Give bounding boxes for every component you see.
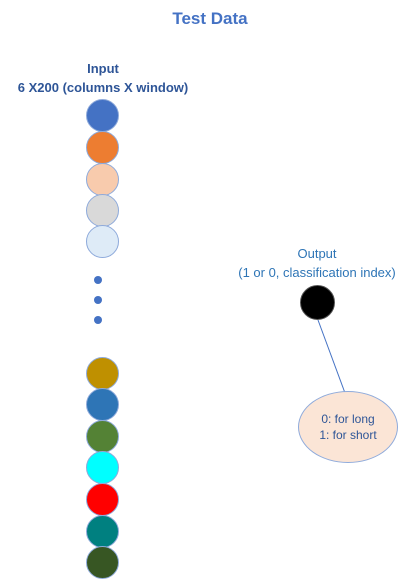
input-label: Input 6 X200 (columns X window): [0, 59, 206, 97]
diagram-title: Test Data: [172, 9, 248, 28]
class-label-long: 0: for long: [321, 412, 375, 426]
input-node-7: [86, 388, 119, 421]
input-node-8: [86, 420, 119, 453]
input-node-5: [86, 225, 119, 258]
input-subtitle: 6 X200 (columns X window): [17, 80, 189, 95]
output-title: Output: [297, 246, 337, 261]
class-label-short: 1: for short: [319, 428, 377, 442]
ellipsis-dot-3: [94, 316, 102, 324]
input-title: Input: [87, 61, 119, 76]
output-label: Output (1 or 0, classification index): [212, 244, 420, 282]
input-node-12: [86, 546, 119, 579]
input-node-2: [86, 131, 119, 164]
input-node-10: [86, 483, 119, 516]
ellipsis-dot-1: [94, 276, 102, 284]
input-node-11: [86, 515, 119, 548]
ellipsis-dot-2: [94, 296, 102, 304]
output-subtitle: (1 or 0, classification index): [238, 265, 396, 280]
input-node-6: [86, 357, 119, 390]
output-node: [300, 285, 335, 320]
classification-index-ellipse: 0: for long 1: for short: [298, 391, 398, 463]
